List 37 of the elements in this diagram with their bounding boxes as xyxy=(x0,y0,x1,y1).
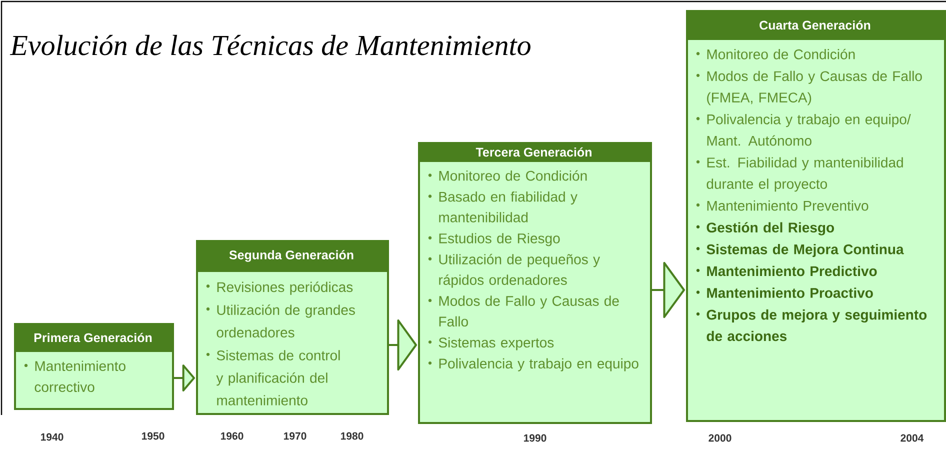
bullet-item: Utilización de pequeños y rápidos ordenadores xyxy=(428,254,600,288)
year-label: 1940 xyxy=(41,433,64,441)
year-label: 1960 xyxy=(220,432,244,440)
title: Evolución de las Técnicas de Mantenimiento xyxy=(10,34,530,56)
bullet-item: Gestión del Riesgo xyxy=(696,222,834,236)
bullet-item: Est. Fiabilidad y mantenibilidad durante el proyecto xyxy=(696,157,903,192)
header-bar: Primera Generación xyxy=(14,323,172,352)
bullet-item: Modos de Fallo y Causas de Fallo xyxy=(428,296,619,327)
bullet-item: Basado en fiabilidad y mantenibilidad xyxy=(428,191,578,222)
header-bar: Segunda Generación xyxy=(196,240,387,272)
bullet-item: Mantenimiento correctivo xyxy=(24,360,126,392)
bullet-item: Sistemas de Mejora Continua xyxy=(696,244,904,258)
bullet-item: Mantenimiento Predictivo xyxy=(696,266,877,276)
bullet-item: Polivalencia y trabajo en equipo xyxy=(428,358,638,372)
chevron-arrow xyxy=(652,262,685,318)
bullet-item: Mantenimiento Preventivo xyxy=(696,200,868,211)
bullet-item: Polivalencia y trabajo en equipo/ Mant. Autónomo xyxy=(696,114,911,146)
bullet-item: Sistemas de control y planificación del mantenimiento xyxy=(206,350,340,406)
bullet-item: Utilización de grandes ordenadores xyxy=(206,304,355,338)
chevron-arrow xyxy=(389,319,417,371)
bullet-item: Estudios de Riesgo xyxy=(428,233,560,246)
year-label: 1980 xyxy=(340,432,364,440)
header-bar: Tercera Generación xyxy=(418,142,650,162)
year-label: 2004 xyxy=(900,434,924,442)
year-label: 1950 xyxy=(142,432,164,440)
bullet-item: Sistemas expertos xyxy=(428,337,554,350)
chevron-arrow xyxy=(174,364,195,392)
header-bar: Cuarta Generación xyxy=(686,10,944,40)
year-label: 1970 xyxy=(284,432,306,440)
year-label: 2000 xyxy=(708,434,732,442)
bullet-item: Grupos de mejora y seguimiento de acciones xyxy=(696,309,927,342)
bullet-item: Monitoreo de Condición xyxy=(428,170,587,181)
bullet-item: Monitoreo de Condición xyxy=(696,48,855,60)
bullet-item: Revisiones periódicas xyxy=(206,282,353,295)
year-label: 1990 xyxy=(524,434,546,442)
bullet-item: Modos de Fallo y Causas de Fallo (FMEA, FMECA) xyxy=(696,70,922,106)
bullet-item: Mantenimiento Proactivo xyxy=(696,288,873,298)
